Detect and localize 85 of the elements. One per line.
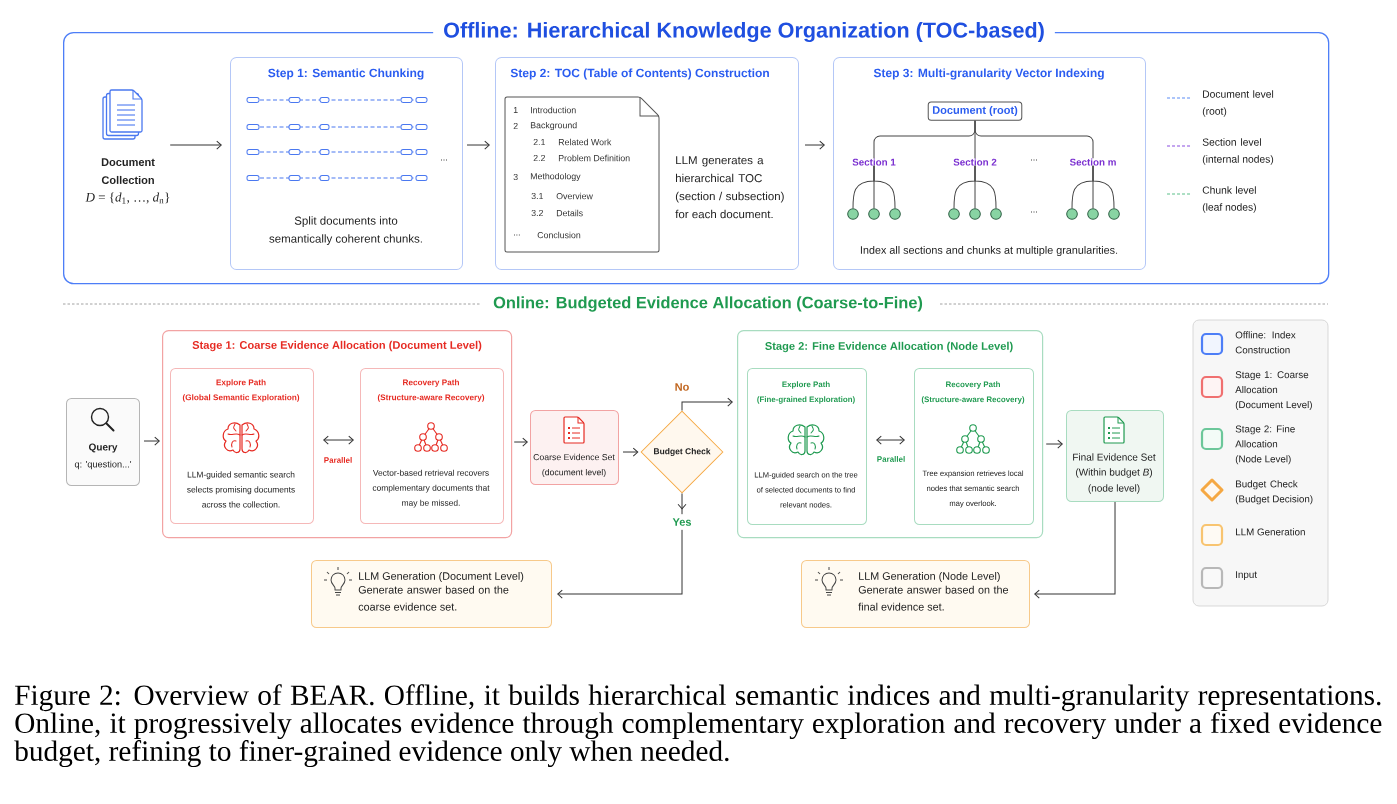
- toc-entry: Methodology: [530, 172, 581, 182]
- set-notation: D = {d$_{1}$, …, d$_{n}$}: [85, 192, 170, 204]
- leaf-node: [1087, 208, 1099, 220]
- stage-title: Stage 1: Coarse Evidence Allocation (Document Level): [192, 340, 482, 352]
- output-card: LLM Generation (Document Level) Generate answer based on the coarse evidence set.: [311, 560, 552, 628]
- arrow: [143, 436, 160, 446]
- path-subtitle: (Global Semantic Exploration): [182, 394, 300, 402]
- legend-label: Stage 1: Coarse Allocation (Document Level): [1235, 371, 1312, 411]
- toc-number: 3.1: [531, 192, 543, 200]
- query-card: Query q: 'question...': [66, 398, 140, 486]
- toc-entry: Problem Definition: [558, 154, 630, 162]
- toc-entry: Introduction: [531, 106, 576, 114]
- double-arrow: [876, 435, 905, 445]
- arrow: [1045, 439, 1063, 449]
- arrow: [622, 447, 639, 457]
- path-title: Recovery Path: [403, 379, 459, 387]
- legend-label: Stage 2: Fine Allocation (Node Level): [1235, 425, 1295, 465]
- tree-line: [1092, 165, 1115, 209]
- leaf-node: [990, 208, 1002, 220]
- edge-label: No: [672, 381, 692, 393]
- toc-entry: Background: [530, 121, 577, 131]
- toc-number: 3: [513, 173, 518, 181]
- legend-label: Section level (internal nodes): [1202, 138, 1274, 165]
- arrow: [681, 397, 733, 411]
- evidence-card: Final Evidence Set (Within budget B) (node level): [1066, 410, 1164, 502]
- leaf-node: [847, 208, 859, 220]
- path-description: Vector-based retrieval recovers complementary documents that may be missed.: [372, 469, 490, 508]
- evidence-card: Coarse Evidence Set (document level): [530, 410, 619, 485]
- step-description: LLM generates a hierarchical TOC (section / subsection) for each document.: [675, 156, 784, 219]
- section-heading: Online: Budgeted Evidence Allocation (Coarse-to-Fine): [485, 294, 931, 314]
- section-label: Section m: [1069, 158, 1116, 166]
- leaf-node: [948, 208, 960, 220]
- output-card: LLM Generation (Node Level) Generate answer based on the final evidence set.: [801, 560, 1030, 628]
- legend-label: Budget Check (Budget Decision): [1235, 480, 1313, 505]
- path-title: Explore Path: [216, 379, 266, 387]
- leaf-node: [1108, 208, 1120, 220]
- section-title: Offline: Hierarchical Knowledge Organization (TOC-based): [433, 18, 1055, 46]
- legend-label: Offline: Index Construction: [1235, 331, 1296, 354]
- arrow: [169, 140, 222, 150]
- edge-label: Yes: [669, 514, 695, 530]
- leaf-node: [889, 208, 901, 220]
- toc-entry: Related Work: [558, 138, 612, 146]
- toc-number: 2.2: [533, 154, 545, 162]
- ellipsis: ...: [441, 159, 447, 161]
- arrow: [466, 140, 490, 150]
- toc-entry: Details: [556, 209, 583, 217]
- toc-entry: Overview: [556, 192, 593, 200]
- toc-entry: Conclusion: [537, 231, 581, 239]
- step-description: Index all sections and chunks at multiple granularities.: [860, 245, 1118, 257]
- legend-label: Document level (root): [1202, 90, 1274, 117]
- tree-line: [974, 165, 997, 209]
- arrow: [1034, 501, 1116, 599]
- legend-label: LLM Generation: [1236, 528, 1305, 536]
- section-label: Section 1: [852, 158, 896, 166]
- toc-number: 2.1: [533, 138, 545, 146]
- legend-label: Input: [1236, 571, 1257, 580]
- collection-label: Document Collection: [101, 158, 155, 184]
- step-description: Split documents into semantically coherent chunks.: [269, 216, 422, 245]
- step-title: Step 2: TOC (Table of Contents) Construction: [510, 68, 769, 80]
- leaf-node: [868, 208, 880, 220]
- section-label: Section 2: [953, 158, 997, 166]
- ellipsis: ...: [514, 234, 520, 236]
- double-arrow: [323, 435, 354, 445]
- tree-line: [873, 165, 896, 209]
- step-title: Step 1: Semantic Chunking: [268, 68, 424, 80]
- ellipsis: ...: [1031, 159, 1037, 161]
- toc-number: 2: [513, 122, 518, 130]
- arrow: [557, 493, 687, 599]
- toc-number: 3.2: [531, 209, 543, 217]
- legend-label: Chunk level (leaf nodes): [1202, 186, 1256, 213]
- arrow: [513, 437, 528, 447]
- ellipsis: ...: [1031, 211, 1037, 213]
- root-box: Document (root): [927, 101, 1023, 121]
- caption: Figure 2: Overview of BEAR. Offline, it builds hierarchical semantic indices and multi-granularity representations. Online, it progressively allocates evidence through complementary exploration and recovery under a fixed evidence budget, refining to finer-grained evidence only when needed.: [14, 684, 1382, 768]
- tree-line: [974, 120, 1094, 159]
- edge-label: Parallel: [321, 455, 355, 465]
- edge-label: Parallel: [874, 454, 908, 464]
- path-description: LLM-guided semantic search selects promising documents across the collection.: [187, 471, 295, 508]
- path-subtitle: (Structure-aware Recovery): [377, 394, 485, 402]
- stage-title: Stage 2: Fine Evidence Allocation (Node Level): [765, 341, 1013, 353]
- arrow: [804, 140, 825, 150]
- leaf-node: [1066, 208, 1078, 220]
- step-title: Step 3: Multi-granularity Vector Indexing: [873, 68, 1104, 80]
- toc-number: 1: [513, 107, 518, 114]
- leaf-node: [969, 208, 981, 220]
